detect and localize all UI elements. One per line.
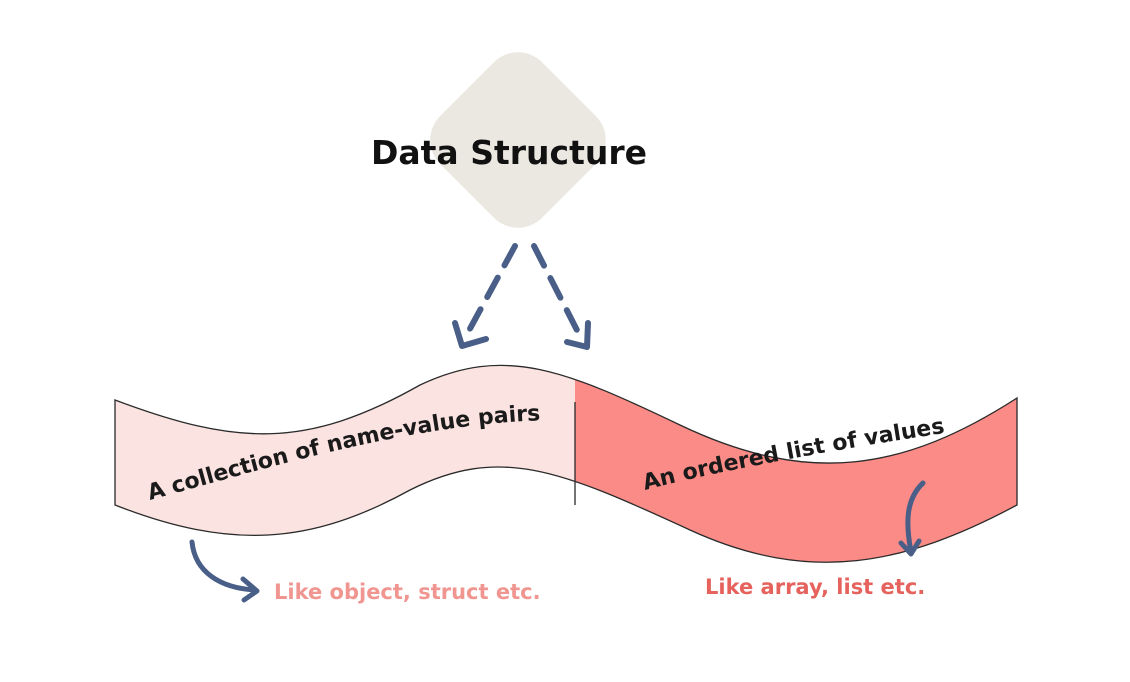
root-node: Data Structure [371, 52, 647, 228]
wavy-band: A collection of name-value pairs An orde… [114, 364, 1018, 563]
example-note-left: Like object, struct etc. [274, 580, 541, 604]
example-note-right: Like array, list etc. [705, 575, 925, 599]
dashed-arrow-left [452, 243, 518, 349]
root-label: Data Structure [371, 133, 647, 172]
branch-arrows [452, 243, 591, 350]
dashed-arrow-right [531, 243, 591, 350]
example-arrow-right [898, 480, 926, 557]
example-arrow-left [189, 539, 260, 603]
band-outline [114, 364, 1018, 563]
root-diamond-shape [430, 52, 606, 228]
band-left-fill [115, 365, 575, 536]
